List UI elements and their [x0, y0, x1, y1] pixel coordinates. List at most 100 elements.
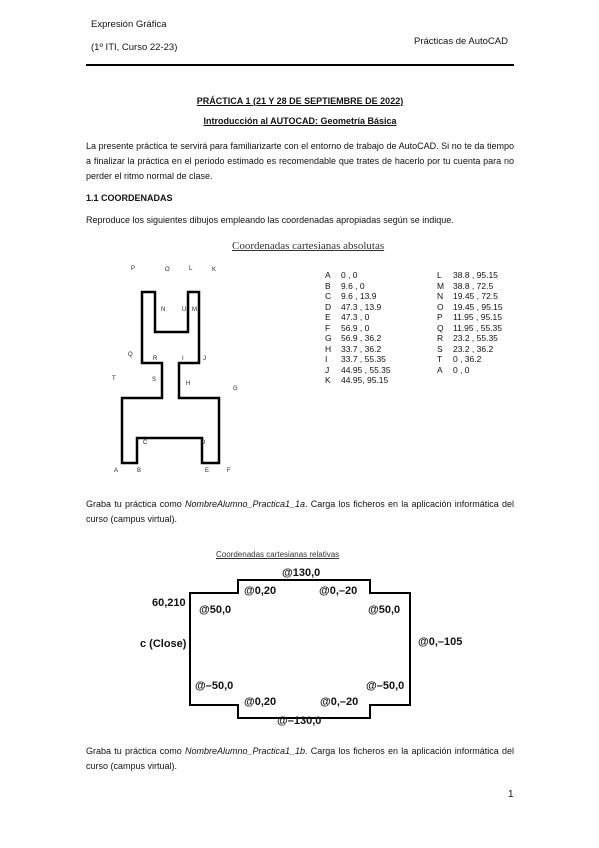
fig1-title: Coordenadas cartesianas absolutas	[232, 240, 385, 252]
header-course: (1º ITI, Curso 22-23)	[91, 42, 178, 53]
coordinate-point: N	[437, 291, 444, 301]
fig2-bottom-label: @–130,0	[277, 715, 322, 727]
save1-filename: NombreAlumno_Practica1_1a	[184, 499, 306, 509]
fig2-bl-side-label: @–50,0	[195, 680, 234, 692]
fig2-tl-side-label: @50,0	[199, 604, 232, 616]
fig1-point-label: S	[152, 377, 156, 383]
fig1-point-label: G	[233, 386, 238, 392]
header-topic: Prácticas de AutoCAD	[414, 36, 508, 47]
coordinate-point: S	[437, 343, 443, 354]
coordinate-value: 44.95, 95.15	[341, 375, 389, 385]
fig2-start-label: 60,210	[152, 597, 186, 609]
coordinate-point: T	[437, 354, 443, 364]
coordinate-row: S 23.2 , 36.2	[437, 344, 493, 354]
coordinate-value: 38.8 , 95.15	[453, 270, 498, 280]
fig2-outline	[189, 579, 411, 719]
coordinate-point: P	[437, 312, 443, 322]
fig2-title: Coordenadas cartesianas relativas	[216, 550, 340, 559]
save2-suffix: . Carga los ficheros en la aplicación in…	[86, 746, 514, 771]
coordinate-point: A	[437, 364, 443, 375]
coordinate-row: M 38.8 , 72.5	[437, 281, 493, 291]
coordinate-value: 33.7 , 36.2	[341, 343, 382, 354]
header-subject: Expresión Gráfica	[91, 19, 167, 30]
coordinate-value: 38.8 , 72.5	[453, 280, 494, 291]
fig2-tr-side-label: @50,0	[368, 604, 401, 616]
coordinate-point: B	[325, 280, 331, 291]
header-rule	[86, 64, 514, 66]
fig2-bl-up-label: @0,20	[244, 696, 277, 708]
section-heading: 1.1 COORDENADAS	[86, 193, 173, 203]
coordinate-value: 11.95 , 95.15	[453, 312, 502, 322]
coordinate-value: 11.95 , 55.35	[453, 322, 502, 333]
fig2-drawing	[189, 579, 411, 719]
fig1-point-label: H	[186, 381, 190, 387]
fig1-point-label: M	[192, 307, 197, 313]
coordinate-row: T 0 , 36.2	[437, 354, 481, 364]
fig1-point-label: J	[203, 356, 206, 362]
coordinate-point: M	[437, 280, 445, 291]
fig1-point-label: Q	[128, 352, 133, 358]
fig2-close-label: c (Close)	[140, 638, 187, 650]
coordinate-point: Q	[437, 322, 444, 333]
coordinate-row: B 9.6 , 0	[325, 281, 365, 291]
coordinate-value: 23.2 , 36.2	[453, 343, 494, 354]
fig1-point-label: C	[143, 440, 148, 446]
coordinate-row: J 44.95 , 55.35	[325, 365, 391, 375]
coordinate-value: 44.95 , 55.35	[341, 364, 391, 375]
fig1-point-label: K	[212, 267, 216, 273]
fig1-point-label: I	[182, 356, 184, 362]
coordinate-row: N 19.45 , 72.5	[437, 291, 498, 301]
coordinate-point: K	[325, 375, 331, 385]
fig1-point-label: L	[189, 266, 193, 272]
coordinate-point: G	[325, 333, 332, 343]
fig1-point-label: F	[227, 468, 231, 474]
coordinate-value: 19.45 , 72.5	[453, 291, 498, 301]
section-text: Reproduce los siguientes dibujos emplean…	[86, 215, 454, 225]
fig1-point-label: R	[153, 356, 158, 362]
coordinate-row: Q 11.95 , 55.35	[437, 323, 502, 333]
fig1-outline	[120, 290, 221, 465]
save2-prefix: Graba tu práctica como	[86, 746, 185, 756]
coordinate-point: D	[325, 301, 332, 312]
coordinate-value: 0 , 36.2	[453, 354, 482, 364]
coordinate-row: H 33.7 , 36.2	[325, 344, 381, 354]
coordinate-value: 19.45 , 95.15	[453, 301, 503, 312]
coordinate-point: H	[325, 343, 332, 354]
fig1-point-label: O	[165, 267, 170, 273]
fig1-point-label: B	[137, 468, 141, 474]
coordinate-point: R	[437, 333, 444, 343]
coordinate-point: A	[325, 270, 331, 280]
coordinate-value: 56.9 , 36.2	[341, 333, 382, 343]
coordinate-point: I	[325, 354, 328, 364]
fig2-tl-up-label: @0,20	[244, 585, 277, 597]
coordinate-row: A 0 , 0	[437, 365, 470, 375]
coordinate-row: P 11.95 , 95.15	[437, 312, 502, 322]
intro-paragraph: La presente práctica te servirá para fam…	[86, 141, 514, 181]
fig2-br-down-label: @0,–20	[320, 696, 359, 708]
coordinate-row: G 56.9 , 36.2	[325, 333, 381, 343]
coordinate-point: F	[325, 322, 331, 333]
coordinate-point: J	[325, 364, 330, 375]
fig1-point-label: P	[131, 266, 135, 272]
coordinate-value: 23.2 , 55.35	[453, 333, 498, 343]
coordinate-point: E	[325, 312, 331, 322]
fig1-point-label: T	[112, 376, 116, 382]
coordinate-value: 0 , 0	[453, 364, 470, 375]
save2-filename: NombreAlumno_Practica1_1b	[184, 746, 306, 756]
fig2-tr-down-label: @0,–20	[319, 585, 358, 597]
coordinate-value: 9.6 , 0	[341, 280, 365, 291]
coordinate-row: E 47.3 , 0	[325, 312, 369, 322]
coordinate-point: L	[437, 270, 442, 280]
coordinate-point: C	[325, 291, 332, 301]
page-subtitle: Introducción al AUTOCAD: Geometría Básic…	[203, 116, 397, 126]
coordinate-value: 47.3 , 0	[341, 312, 370, 322]
fig1-point-label: A	[114, 468, 118, 474]
save1-suffix: . Carga los ficheros en la aplicación in…	[86, 499, 514, 524]
coordinate-value: 56.9 , 0	[341, 322, 370, 333]
coordinate-row: L 38.8 , 95.15	[437, 270, 498, 280]
